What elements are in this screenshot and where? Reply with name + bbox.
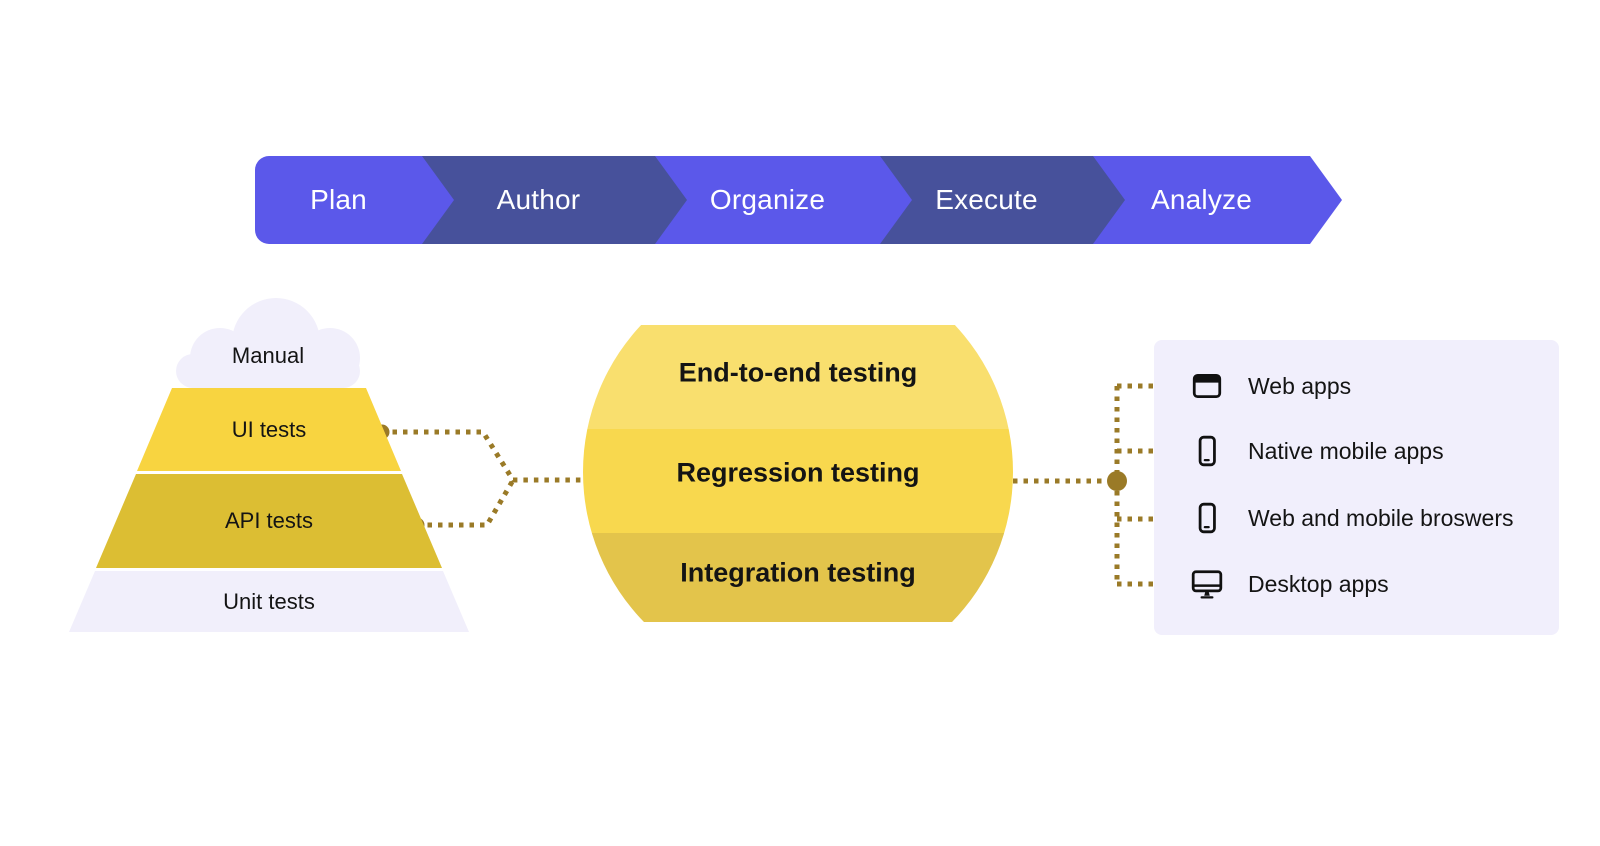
banner-step-author: Author	[422, 156, 687, 244]
pyramid-level-label: API tests	[224, 508, 314, 533]
panel-item-desktop-apps: Desktop apps	[1190, 567, 1389, 601]
cycle-shape	[583, 325, 1013, 622]
banner-step-plan: Plan	[255, 156, 454, 244]
panel-item-label: Web apps	[1248, 372, 1352, 399]
panel-item-web-and-mobile-browsers: Web and mobile broswers	[1190, 501, 1513, 535]
manual-cloud	[158, 296, 378, 388]
panel-item-native-mobile-apps: Native mobile apps	[1190, 434, 1444, 468]
cycle-band-integration: Integration testing	[680, 557, 916, 588]
cycle-band-regression: Regression testing	[676, 457, 920, 488]
smartphone-icon	[1198, 435, 1216, 467]
pyramid-level-api-tests: API tests	[96, 474, 442, 568]
desktop-icon	[1191, 570, 1223, 599]
browser-icon	[1192, 373, 1222, 399]
pyramid-level-label: UI tests	[231, 416, 307, 442]
target-platforms-panel: Web apps Native mobile apps Web and mobi…	[1154, 340, 1559, 635]
panel-item-label: Desktop apps	[1248, 570, 1389, 597]
panel-item-web-apps: Web apps	[1190, 369, 1351, 403]
banner-step-analyze: Analyze	[1093, 156, 1342, 244]
pyramid-level-manual: Manual	[231, 343, 305, 368]
pyramid-level-label: Unit tests	[223, 588, 315, 614]
cycle-band-end-to-end: End-to-end testing	[678, 357, 918, 388]
pyramid-level-ui-tests: UI tests	[137, 388, 401, 471]
testing-cycle	[583, 325, 1013, 622]
junction-dot	[1107, 471, 1127, 491]
panel-item-label: Web and mobile broswers	[1248, 504, 1514, 531]
panel-item-label: Native mobile apps	[1248, 437, 1444, 464]
smartphone-icon	[1198, 502, 1216, 534]
banner-step-organize: Organize	[655, 156, 912, 244]
cloud-shape	[176, 298, 360, 388]
banner-step-execute: Execute	[880, 156, 1125, 244]
pyramid-level-unit-tests: Unit tests	[69, 571, 469, 632]
